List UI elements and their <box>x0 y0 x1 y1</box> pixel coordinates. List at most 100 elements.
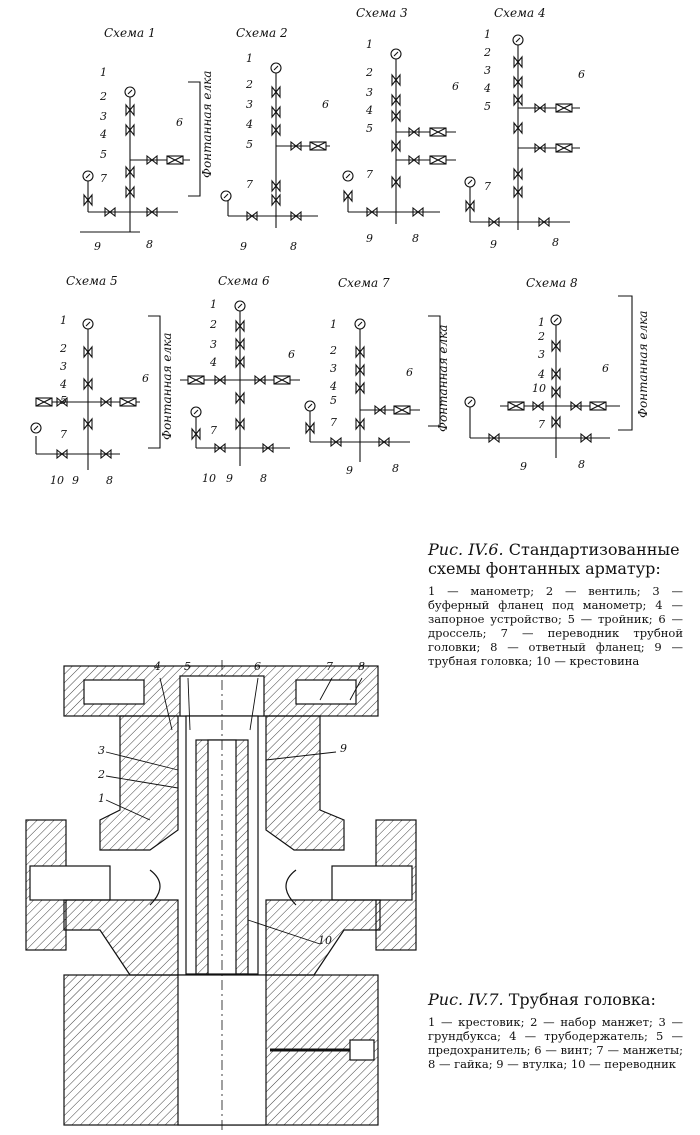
s6-num-1: 1 <box>210 298 217 311</box>
figure6-number: Рис. IV.6. <box>428 540 504 559</box>
figure7-number: Рис. IV.7. <box>428 990 504 1009</box>
s4-num-8: 8 <box>552 236 559 249</box>
f7-num-2: 2 <box>98 768 105 781</box>
scheme-1-label: Схема 1 <box>104 26 156 40</box>
s5-num-4: 4 <box>60 378 67 391</box>
s4-num-3: 3 <box>484 64 491 77</box>
s1-num-9: 9 <box>94 240 101 253</box>
figure7-caption: Рис. IV.7. Трубная головка: 1 — крестови… <box>428 990 683 1071</box>
s2-num-2: 2 <box>246 78 253 91</box>
s8-num-2: 2 <box>538 330 545 343</box>
s2-num-6: 6 <box>322 98 329 111</box>
s1-num-7: 7 <box>100 172 107 185</box>
s1-num-8: 8 <box>146 238 153 251</box>
s6-num-7: 7 <box>210 424 217 437</box>
s5-num-8: 8 <box>106 474 113 487</box>
s4-num-1: 1 <box>484 28 491 41</box>
s6-num-2: 2 <box>210 318 217 331</box>
scheme-4-label: Схема 4 <box>494 6 546 20</box>
s2-num-1: 1 <box>246 52 253 65</box>
s5-num-9: 9 <box>72 474 79 487</box>
s3-num-4: 4 <box>366 104 373 117</box>
figure6-caption: Рис. IV.6. Стандартизованные схемы фонта… <box>428 540 683 668</box>
s8-num-6: 6 <box>602 362 609 375</box>
s2-num-5: 5 <box>246 138 253 151</box>
s5-num-7: 7 <box>60 428 67 441</box>
s5-num-1: 1 <box>60 314 67 327</box>
s6-num-4: 4 <box>210 356 217 369</box>
s6-num-3: 3 <box>210 338 217 351</box>
s5-num-10: 10 <box>50 474 64 487</box>
s1-num-2: 2 <box>100 90 107 103</box>
s1-num-5: 5 <box>100 148 107 161</box>
f7-num-8: 8 <box>358 660 365 673</box>
s4-num-2: 2 <box>484 46 491 59</box>
s8-num-10: 10 <box>532 382 546 395</box>
f7-num-4: 4 <box>154 660 161 673</box>
scheme-7-label: Схема 7 <box>338 276 390 290</box>
f7-num-7: 7 <box>326 660 333 673</box>
s7-num-6: 6 <box>406 366 413 379</box>
s3-num-1: 1 <box>366 38 373 51</box>
s6-num-8: 8 <box>260 472 267 485</box>
s6-num-6: 6 <box>288 348 295 361</box>
s4-num-7: 7 <box>484 180 491 193</box>
s2-num-8: 8 <box>290 240 297 253</box>
s6-num-9: 9 <box>226 472 233 485</box>
s7-num-7: 7 <box>330 416 337 429</box>
s5-num-3: 3 <box>60 360 67 373</box>
s8-num-1: 1 <box>538 316 545 329</box>
scheme-5-label: Схема 5 <box>66 274 118 288</box>
s4-num-9: 9 <box>490 238 497 251</box>
fountain-schemes-drawing <box>30 34 633 470</box>
s3-num-7: 7 <box>366 168 373 181</box>
f7-num-9: 9 <box>340 742 347 755</box>
s7-num-8: 8 <box>392 462 399 475</box>
s8-num-4: 4 <box>538 368 545 381</box>
s5-num-6: 6 <box>142 372 149 385</box>
s6-num-10: 10 <box>202 472 216 485</box>
f7-num-3: 3 <box>98 744 105 757</box>
s3-num-5: 5 <box>366 122 373 135</box>
figure7-title: Трубная головка: <box>508 990 656 1009</box>
s3-num-6: 6 <box>452 80 459 93</box>
s7-num-4: 4 <box>330 380 337 393</box>
f7-num-6: 6 <box>254 660 261 673</box>
s2-num-7: 7 <box>246 178 253 191</box>
s4-num-5: 5 <box>484 100 491 113</box>
f7-num-5: 5 <box>184 660 191 673</box>
s7-num-3: 3 <box>330 362 337 375</box>
s7-num-5: 5 <box>330 394 337 407</box>
s8-num-8: 8 <box>578 458 585 471</box>
scheme-8-label: Схема 8 <box>526 276 578 290</box>
s2-num-9: 9 <box>240 240 247 253</box>
s8-num-7: 7 <box>538 418 545 431</box>
s1-num-4: 4 <box>100 128 107 141</box>
s7-num-9: 9 <box>346 464 353 477</box>
s3-num-9: 9 <box>366 232 373 245</box>
s2-num-4: 4 <box>246 118 253 131</box>
s4-num-6: 6 <box>578 68 585 81</box>
figure6-title: Стандартизованные схемы фонтанных армату… <box>428 540 680 578</box>
scheme-3-label: Схема 3 <box>356 6 408 20</box>
scheme-6-label: Схема 6 <box>218 274 270 288</box>
s3-num-3: 3 <box>366 86 373 99</box>
s1-num-3: 3 <box>100 110 107 123</box>
figure7-legend: 1 — крестовик; 2 — набор манжет; 3 — гру… <box>428 1015 683 1071</box>
f7-num-1: 1 <box>98 792 105 805</box>
s1-num-1: 1 <box>100 66 107 79</box>
s8-num-9: 9 <box>520 460 527 473</box>
s4-num-4: 4 <box>484 82 491 95</box>
s7-num-2: 2 <box>330 344 337 357</box>
scheme-2-label: Схема 2 <box>236 26 288 40</box>
s1-num-6: 6 <box>176 116 183 129</box>
s3-num-2: 2 <box>366 66 373 79</box>
s2-num-3: 3 <box>246 98 253 111</box>
s5-num-2: 2 <box>60 342 67 355</box>
s3-num-8: 8 <box>412 232 419 245</box>
f7-num-10: 10 <box>318 934 332 947</box>
s8-num-3: 3 <box>538 348 545 361</box>
figure6-legend: 1 — манометр; 2 — вентиль; 3 — буферный … <box>428 584 683 668</box>
s7-num-1: 1 <box>330 318 337 331</box>
